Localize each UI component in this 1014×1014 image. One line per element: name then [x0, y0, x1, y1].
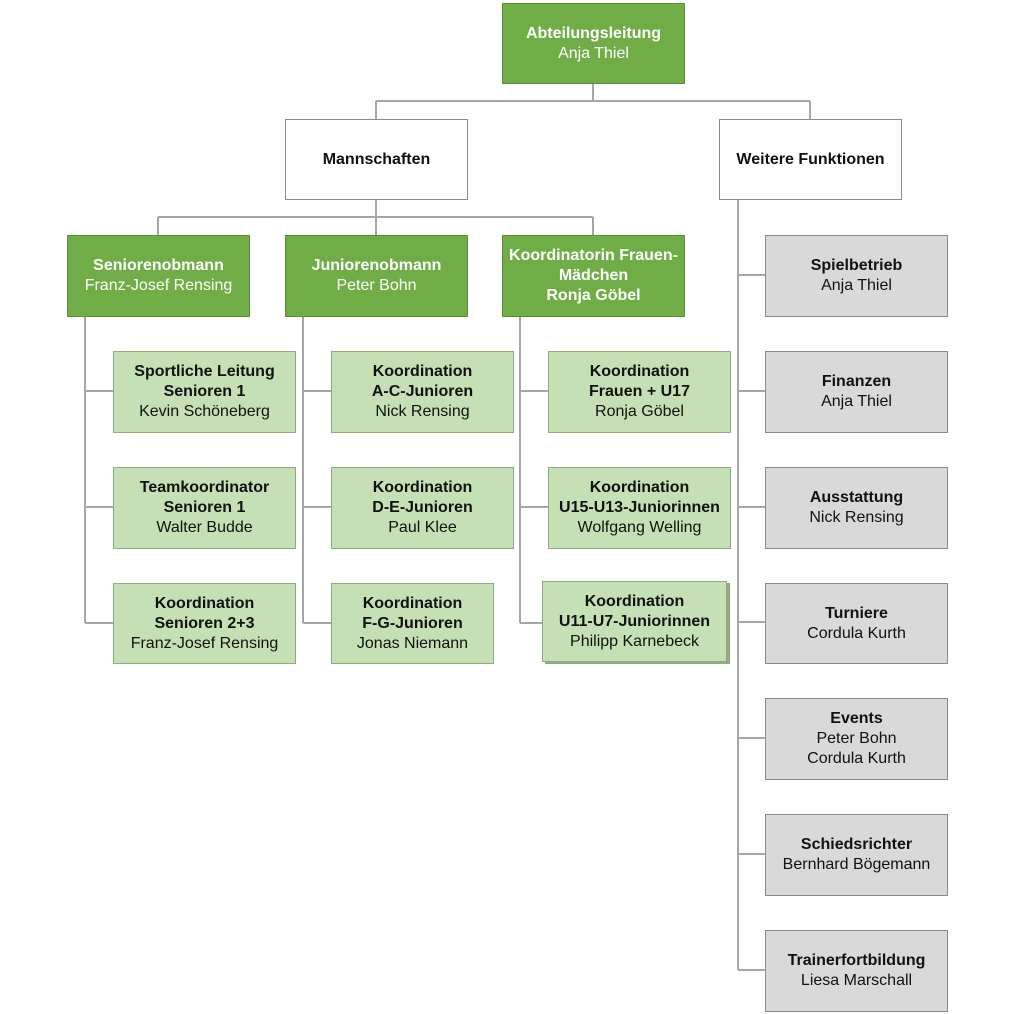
node-trainerfortbildung: Trainerfortbildung Liesa Marschall [765, 930, 948, 1012]
node-koordination-u15-u13: Koordination U15-U13-Juniorinnen Wolfgan… [548, 467, 731, 549]
node-person: Ronja Göbel [595, 403, 684, 420]
node-sportliche-leitung: Sportliche Leitung Senioren 1 Kevin Schö… [113, 351, 296, 433]
node-title-line-1: Sportliche Leitung [134, 363, 275, 380]
node-title: Spielbetrieb [810, 257, 903, 274]
node-seniorenobmann: Seniorenobmann Franz-Josef Rensing [67, 235, 250, 317]
node-title: Mannschaften [322, 150, 431, 168]
node-person: Peter Bohn [336, 277, 417, 294]
node-spielbetrieb: Spielbetrieb Anja Thiel [765, 235, 948, 317]
node-title-line-1: Koordination [154, 594, 255, 612]
node-title-line-1: Teamkoordinator [139, 479, 270, 496]
node-ausstattung: Ausstattung Nick Rensing [765, 467, 948, 549]
node-title: Weitere Funktionen [736, 150, 885, 168]
node-koordination-u11-u7: Koordination U11-U7-Juniorinnen Philipp … [542, 581, 727, 662]
node-person: Liesa Marschall [800, 972, 913, 989]
node-title-line-2: Senioren 1 [163, 499, 246, 516]
node-person: Anja Thiel [558, 44, 629, 62]
node-person: Nick Rensing [809, 509, 904, 526]
node-finanzen: Finanzen Anja Thiel [765, 351, 948, 433]
node-title-line-2: A-C-Junioren [371, 383, 474, 400]
node-person: Walter Budde [156, 519, 253, 536]
node-weitere-funktionen: Weitere Funktionen [719, 119, 902, 200]
node-teamkoordinator: Teamkoordinator Senioren 1 Walter Budde [113, 467, 296, 549]
node-person: Anja Thiel [821, 393, 892, 410]
node-title-line-1: Koordination [584, 592, 685, 610]
node-title: Abteilungsleitung [525, 24, 662, 42]
node-title-line-1: Koordination [372, 479, 473, 496]
node-title-line-2: Mädchen [558, 267, 629, 284]
node-title-line-2: F-G-Junioren [362, 614, 463, 632]
node-title-line-1: Koordination [589, 479, 690, 496]
node-person: Peter Bohn [816, 730, 897, 747]
node-person: Bernhard Bögemann [782, 856, 931, 873]
node-koordinatorin-frauen-maedchen: Koordinatorin Frauen- Mädchen Ronja Göbe… [502, 235, 685, 317]
node-person: Paul Klee [388, 519, 457, 536]
node-person: Ronja Göbel [546, 287, 641, 304]
node-title: Events [830, 710, 883, 727]
node-mannschaften: Mannschaften [285, 119, 468, 200]
node-person: Wolfgang Welling [577, 519, 702, 536]
node-person: Franz-Josef Rensing [130, 634, 279, 652]
node-title: Finanzen [821, 373, 892, 390]
node-title: Seniorenobmann [93, 257, 224, 274]
node-person: Cordula Kurth [807, 624, 906, 642]
node-juniorenobmann: Juniorenobmann Peter Bohn [285, 235, 468, 317]
node-schiedsrichter: Schiedsrichter Bernhard Bögemann [765, 814, 948, 896]
node-title-line-2: U11-U7-Juniorinnen [558, 612, 711, 630]
node-events: Events Peter Bohn Cordula Kurth [765, 698, 948, 780]
node-person: Anja Thiel [821, 277, 892, 294]
node-title-line-2: Frauen + U17 [589, 383, 690, 400]
node-title-line-2: U15-U13-Juniorinnen [559, 499, 720, 516]
node-title-line-1: Koordination [372, 363, 473, 380]
node-title: Schiedsrichter [800, 836, 913, 853]
node-person: Kevin Schöneberg [139, 403, 270, 420]
node-koordination-a-c-junioren: Koordination A-C-Junioren Nick Rensing [331, 351, 514, 433]
node-person: Jonas Niemann [356, 634, 469, 652]
node-title: Juniorenobmann [311, 257, 442, 274]
node-person: Franz-Josef Rensing [84, 277, 233, 294]
node-title-line-1: Koordinatorin Frauen- [509, 247, 678, 264]
node-title-line-1: Koordination [362, 594, 463, 612]
node-koordination-d-e-junioren: Koordination D-E-Junioren Paul Klee [331, 467, 514, 549]
node-koordination-frauen-u17: Koordination Frauen + U17 Ronja Göbel [548, 351, 731, 433]
node-title-line-2: D-E-Junioren [372, 499, 473, 516]
node-title: Turniere [825, 604, 888, 622]
node-person: Nick Rensing [375, 403, 470, 420]
node-koordination-senioren-2-3: Koordination Senioren 2+3 Franz-Josef Re… [113, 583, 296, 664]
node-title-line-1: Koordination [589, 363, 690, 380]
node-person: Philipp Karnebeck [570, 632, 699, 650]
node-title-line-2: Senioren 2+3 [154, 614, 255, 632]
node-person-2: Cordula Kurth [807, 750, 906, 767]
node-koordination-f-g-junioren: Koordination F-G-Junioren Jonas Niemann [331, 583, 494, 664]
node-abteilungsleitung: Abteilungsleitung Anja Thiel [502, 3, 685, 84]
node-turniere: Turniere Cordula Kurth [765, 583, 948, 664]
node-title: Ausstattung [809, 489, 904, 506]
node-title: Trainerfortbildung [787, 952, 926, 969]
node-title-line-2: Senioren 1 [163, 383, 246, 400]
